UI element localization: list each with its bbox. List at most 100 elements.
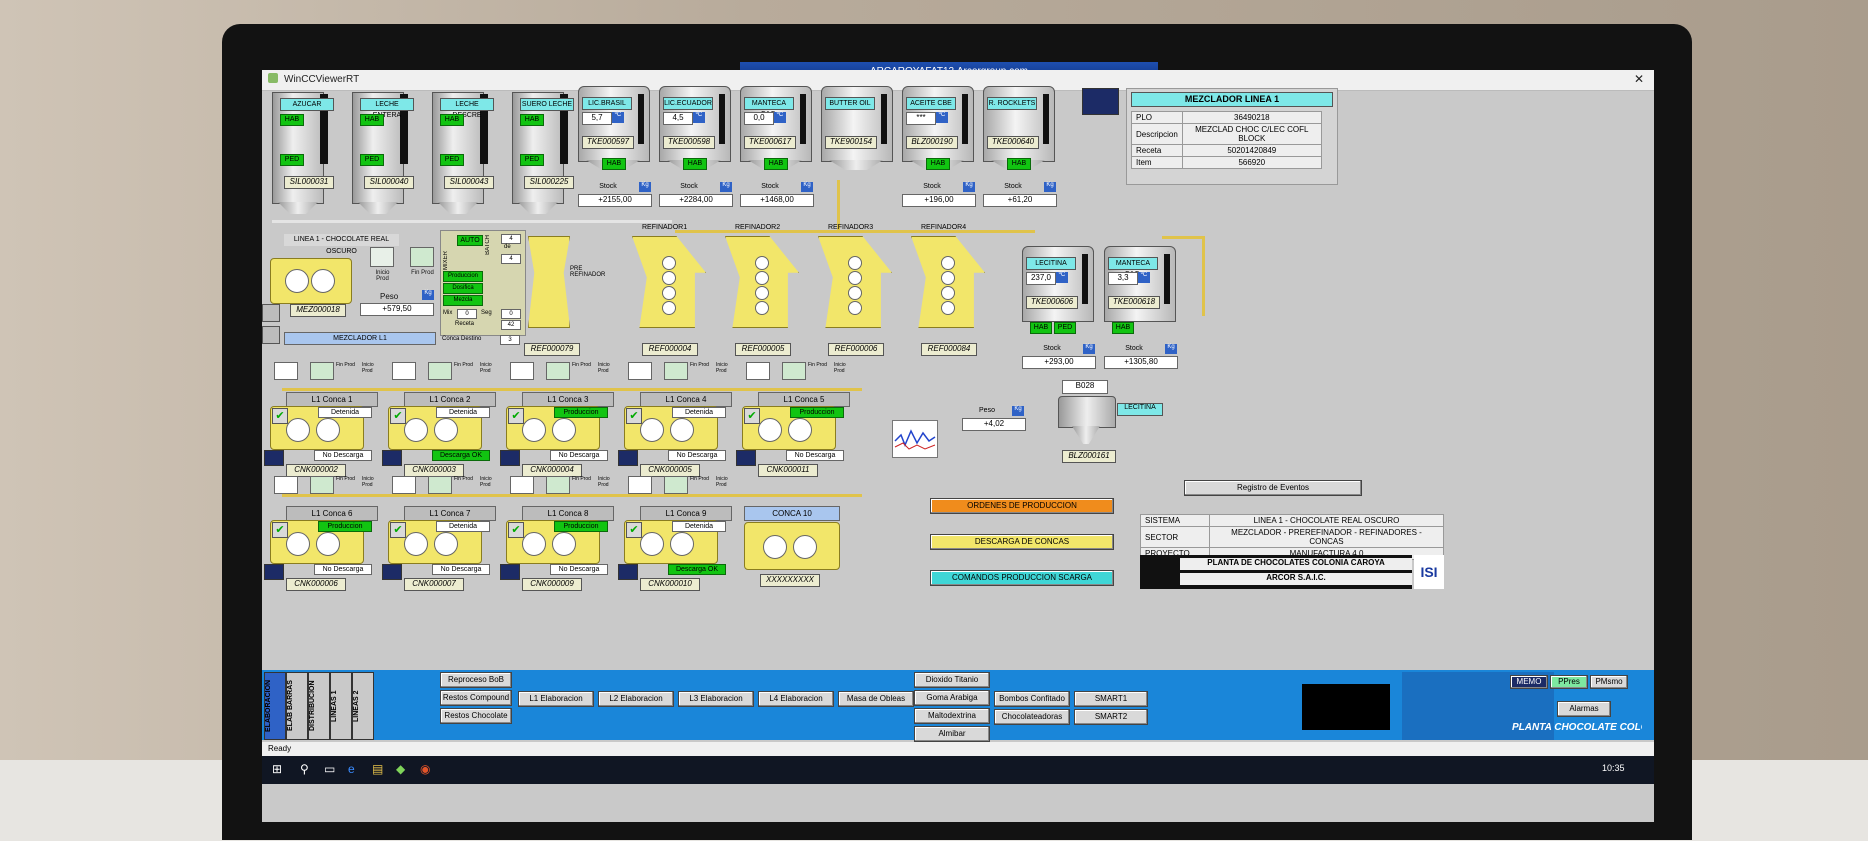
pmsmo-button[interactable]: PMsmo (1590, 675, 1628, 689)
chrome-icon[interactable]: ◉ (420, 762, 431, 776)
silo-ped[interactable]: PED (280, 154, 304, 166)
elaboracion-button[interactable]: L1 Elaboracion (518, 691, 594, 707)
link-icon[interactable] (262, 326, 280, 344)
fin-prod-icon[interactable] (664, 362, 688, 380)
silo-hab[interactable]: HAB (520, 114, 544, 126)
start-icon[interactable]: ⊞ (272, 762, 283, 776)
bottom-button[interactable]: Reproceso BoB (440, 672, 512, 688)
monitor-icon[interactable] (264, 564, 284, 580)
bottom-button[interactable]: Maltodextrina (914, 708, 990, 724)
bottom-tab[interactable]: LINEAS 2 (352, 672, 374, 740)
monitor-icon[interactable] (500, 564, 520, 580)
elaboracion-button[interactable]: Masa de Obleas (838, 691, 914, 707)
silo-hab[interactable]: HAB (440, 114, 464, 126)
monitor-icon[interactable] (618, 450, 638, 466)
fin-prod-icon[interactable] (428, 476, 452, 494)
checkmark-icon[interactable]: ✔ (390, 408, 406, 424)
auto-indicator[interactable]: AUTO (457, 235, 483, 246)
monitor-icon[interactable] (264, 450, 284, 466)
bottom-button[interactable]: Restos Compound (440, 690, 512, 706)
fin-prod-icon[interactable] (428, 362, 452, 380)
checkmark-icon[interactable]: ✔ (626, 522, 642, 538)
elaboracion-button[interactable]: L3 Elaboracion (678, 691, 754, 707)
checkmark-icon[interactable]: ✔ (508, 522, 524, 538)
checkmark-icon[interactable]: ✔ (272, 408, 288, 424)
trend-chart-icon[interactable] (892, 420, 938, 458)
silo-ped[interactable]: PED (360, 154, 384, 166)
right-tank-hab[interactable]: HAB (1030, 322, 1052, 334)
checkmark-icon[interactable]: ✔ (390, 522, 406, 538)
fin-prod-icon[interactable] (782, 362, 806, 380)
checkmark-icon[interactable]: ✔ (272, 522, 288, 538)
tank-hab[interactable]: HAB (926, 158, 950, 170)
mixer-vessel[interactable] (270, 258, 352, 304)
wincc-taskbar-icon[interactable]: ◆ (396, 762, 406, 776)
tank-hab[interactable]: HAB (602, 158, 626, 170)
checkmark-icon[interactable]: ✔ (744, 408, 760, 424)
bottom-button[interactable]: Restos Chocolate (440, 708, 512, 724)
right-tank-hab[interactable]: HAB (1112, 322, 1134, 334)
inicio-prod-icon[interactable] (370, 247, 394, 267)
fin-prod-icon[interactable] (310, 476, 334, 494)
inicio-prod-icon[interactable] (392, 476, 416, 494)
bottom-tab[interactable]: LINEAS 1 (330, 672, 352, 740)
monitor-icon[interactable] (382, 564, 402, 580)
tank-hab[interactable]: HAB (683, 158, 707, 170)
inicio-prod-icon[interactable] (628, 362, 652, 380)
bottom-button[interactable]: Chocolateadoras (994, 709, 1070, 725)
bottom-button[interactable]: Bombos Confitado (994, 691, 1070, 707)
inicio-prod-icon[interactable] (392, 362, 416, 380)
fin-prod-icon[interactable] (310, 362, 334, 380)
silo-ped[interactable]: PED (440, 154, 464, 166)
monitor-icon[interactable] (382, 450, 402, 466)
close-icon[interactable]: ✕ (1634, 72, 1645, 86)
bottom-button[interactable]: Goma Arabiga (914, 690, 990, 706)
inicio-prod-icon[interactable] (510, 476, 534, 494)
inicio-prod-icon[interactable] (274, 476, 298, 494)
silo-hab[interactable]: HAB (280, 114, 304, 126)
folder-icon[interactable]: ▤ (372, 762, 384, 776)
descarga-concas-button[interactable]: DESCARGA DE CONCAS (930, 534, 1114, 550)
memo-button[interactable]: MEMO (1510, 675, 1548, 689)
task-view-icon[interactable]: ▭ (324, 762, 336, 776)
monitor-icon[interactable] (500, 450, 520, 466)
inicio-prod-icon[interactable] (274, 362, 298, 380)
bottom-button[interactable]: SMART1 (1074, 691, 1148, 707)
monitor-icon[interactable] (618, 564, 638, 580)
checkmark-icon[interactable]: ✔ (508, 408, 524, 424)
fin-prod-icon[interactable] (410, 247, 434, 267)
inicio-prod-icon[interactable] (510, 362, 534, 380)
bottom-tab[interactable]: DISTRIBUCION (308, 672, 330, 740)
bottom-tab[interactable]: ELABORACION (264, 672, 286, 740)
comandos-produccion-button[interactable]: COMANDOS PRODUCCION SCARGA (930, 570, 1114, 586)
fin-prod-icon[interactable] (546, 362, 570, 380)
elaboracion-button[interactable]: L2 Elaboracion (598, 691, 674, 707)
monitor-icon[interactable] (1082, 88, 1119, 115)
registro-eventos-button[interactable]: Registro de Eventos (1184, 480, 1362, 496)
fin-prod-icon[interactable] (664, 476, 688, 494)
scale-hopper[interactable] (1058, 396, 1116, 428)
ppres-button[interactable]: PPres (1550, 675, 1588, 689)
right-tank-ped[interactable]: PED (1054, 322, 1076, 334)
inicio-prod-icon[interactable] (746, 362, 770, 380)
inicio-prod-icon[interactable] (628, 476, 652, 494)
tank-hab[interactable]: HAB (1007, 158, 1031, 170)
bottom-button[interactable]: Almibar (914, 726, 990, 742)
bottom-tab[interactable]: ELAB BARRAS (286, 672, 308, 740)
conca10-vessel[interactable] (744, 522, 840, 570)
fin-prod-icon[interactable] (546, 476, 570, 494)
elaboracion-button[interactable]: L4 Elaboracion (758, 691, 834, 707)
bottom-button[interactable]: SMART2 (1074, 709, 1148, 725)
toggle-icon[interactable] (262, 304, 280, 322)
monitor-icon[interactable] (736, 450, 756, 466)
bottom-button[interactable]: Dioxido Titanio (914, 672, 990, 688)
tank-hab[interactable]: HAB (764, 158, 788, 170)
search-icon[interactable]: ⚲ (300, 762, 309, 776)
alarmas-button[interactable]: Alarmas (1557, 701, 1611, 717)
prerefiner-body[interactable] (528, 236, 570, 328)
ordenes-produccion-button[interactable]: ORDENES DE PRODUCCION (930, 498, 1114, 514)
edge-icon[interactable]: e (348, 762, 355, 776)
silo-ped[interactable]: PED (520, 154, 544, 166)
silo-hab[interactable]: HAB (360, 114, 384, 126)
checkmark-icon[interactable]: ✔ (626, 408, 642, 424)
